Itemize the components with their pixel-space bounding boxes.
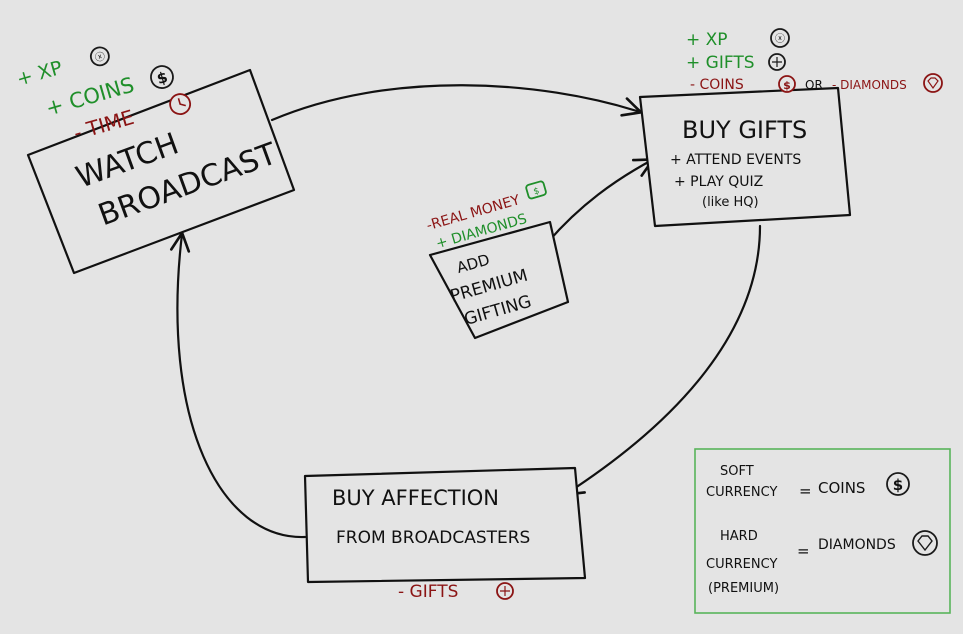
arrow-buy-gifts-to-affection [563, 224, 762, 496]
legend-soft-equals: = [799, 482, 812, 500]
buy-gifts-effect-coins: - COINS [690, 77, 744, 93]
buy-gifts-title: BUY GIFTS [682, 116, 807, 144]
legend-soft-value: COINS [818, 479, 865, 497]
arrow-premium-to-buy-gifts [546, 158, 655, 244]
currency-legend: SOFT CURRENCY = COINS $ HARD CURRENCY (P… [694, 448, 951, 614]
legend-soft-line1: SOFT [720, 464, 754, 479]
svg-text:$: $ [783, 79, 791, 92]
svg-text:ⓧ: ⓧ [775, 33, 785, 45]
buy-gifts-effect-or: OR [805, 78, 823, 92]
legend-hard-line2: CURRENCY [706, 557, 777, 572]
watch-effect-xp: + XP [14, 57, 65, 91]
arrow-affection-to-watch [170, 231, 307, 539]
diamond-icon [912, 530, 938, 556]
coin-dollar-icon [778, 75, 796, 93]
svg-text:$: $ [893, 476, 903, 494]
legend-hard-equals: = [797, 542, 810, 560]
legend-hard-line1: HARD [720, 529, 758, 544]
buy-gifts-quiz-example: (like HQ) [702, 195, 759, 210]
buy-gifts-effect-diamonds: - DIAMONDS [832, 78, 907, 92]
premium-gifting-box [428, 220, 570, 340]
affection-effect-gifts: - GIFTS [398, 582, 458, 602]
diamond-icon [923, 73, 943, 93]
xp-badge-icon [89, 46, 110, 67]
buy-affection-line1: BUY AFFECTION [332, 486, 499, 510]
svg-text:$: $ [155, 68, 170, 88]
xp-badge-icon [770, 28, 790, 48]
node-buy-affection: BUY AFFECTION FROM BROADCASTERS [303, 466, 587, 584]
buy-gifts-attend-events: + ATTEND EVENTS [670, 152, 801, 168]
svg-text:ⓧ: ⓧ [94, 50, 107, 64]
money-icon [525, 180, 547, 200]
node-buy-gifts: BUY GIFTS + ATTEND EVENTS + PLAY QUIZ (l… [638, 86, 852, 228]
legend-border [694, 448, 951, 614]
buy-affection-line2: FROM BROADCASTERS [336, 528, 530, 548]
node-premium-gifting: ADD PREMIUM GIFTING [428, 220, 570, 340]
buy-gifts-play-quiz: + PLAY QUIZ [674, 174, 763, 190]
affection-effects: - GIFTS [398, 582, 514, 602]
buy-gifts-effect-gifts: + GIFTS [686, 53, 755, 73]
arrow-watch-to-buy-gifts [270, 84, 643, 122]
legend-hard-value: DIAMONDS [818, 537, 896, 553]
svg-text:$: $ [532, 186, 540, 197]
buy-gifts-effects: + XP ⓧ + GIFTS - COINS $ OR - DIAMONDS [686, 28, 943, 93]
legend-hard-line3: (PREMIUM) [708, 581, 779, 596]
buy-affection-box [303, 466, 587, 584]
buy-gifts-effect-xp: + XP [686, 30, 728, 50]
coin-dollar-icon [886, 472, 910, 496]
legend-soft-line2: CURRENCY [706, 485, 777, 500]
node-watch-broadcast: WATCH BROADCAST [26, 68, 296, 275]
coin-dollar-icon [150, 65, 174, 89]
buy-gifts-box [638, 86, 852, 228]
